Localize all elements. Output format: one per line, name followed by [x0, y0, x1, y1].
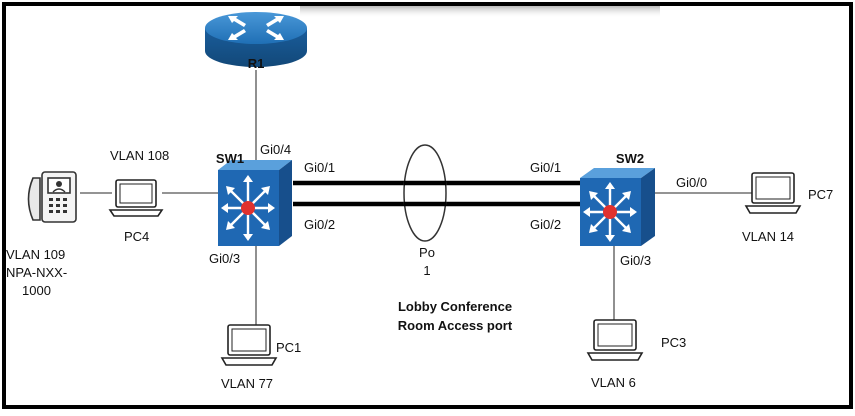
pc4-laptop-icon[interactable]	[108, 179, 164, 217]
note-line1: Lobby Conference	[398, 299, 512, 314]
router-top	[205, 12, 307, 44]
sw2-gi01-label: Gi0/1	[530, 160, 561, 175]
note-line2: Room Access port	[398, 318, 513, 333]
switch-sw1[interactable]: SW1	[216, 151, 292, 246]
sw1-top	[218, 160, 292, 170]
router-arrows-icon	[228, 16, 284, 40]
pc3-label: PC3	[661, 335, 686, 350]
ip-phone-icon[interactable]	[27, 171, 77, 223]
switch-sw2[interactable]: SW2	[580, 151, 655, 246]
sw2-label: SW2	[616, 151, 644, 166]
top-shadow	[300, 6, 660, 18]
sw1-gi04-label: Gi0/4	[260, 142, 291, 157]
sw1-gi01-label: Gi0/1	[304, 160, 335, 175]
phone-vlan-label-line1: VLAN 109	[6, 247, 65, 262]
sw2-gi02-label: Gi0/2	[530, 217, 561, 232]
phone-vlan-label-line3: 1000	[22, 283, 51, 298]
sw1-gi02-label: Gi0/2	[304, 217, 335, 232]
diagram-frame	[2, 2, 853, 409]
links	[80, 70, 752, 325]
sw2-gi03-label: Gi0/3	[620, 253, 651, 268]
pc1-laptop-icon[interactable]	[220, 324, 278, 366]
pc4-label: PC4	[124, 229, 149, 244]
sw1-center-dot	[241, 201, 255, 215]
pc1-label: PC1	[276, 340, 301, 355]
pc7-vlan-label: VLAN 14	[742, 229, 794, 244]
pc3-laptop-icon[interactable]	[586, 319, 644, 361]
sw2-top	[580, 168, 655, 178]
phone-vlan-label-line2: NPA-NXX-	[6, 265, 67, 280]
portchannel-label-line2: 1	[423, 263, 430, 278]
sw1-gi03-label: Gi0/3	[209, 251, 240, 266]
router-r1[interactable]: R1	[205, 12, 307, 71]
pc7-label: PC7	[808, 187, 833, 202]
pc4-vlan-label: VLAN 108	[110, 148, 169, 163]
sw2-gi00-label: Gi0/0	[676, 175, 707, 190]
router-label: R1	[248, 56, 265, 71]
pc3-vlan-label: VLAN 6	[591, 375, 636, 390]
sw1-side	[279, 160, 292, 246]
portchannel-label-line1: Po	[419, 245, 435, 260]
sw1-label: SW1	[216, 151, 244, 166]
sw2-side	[641, 168, 655, 246]
pc1-vlan-label: VLAN 77	[221, 376, 273, 391]
pc7-laptop-icon[interactable]	[744, 172, 802, 214]
portchannel-ellipse	[403, 144, 447, 242]
sw2-center-dot	[603, 205, 617, 219]
